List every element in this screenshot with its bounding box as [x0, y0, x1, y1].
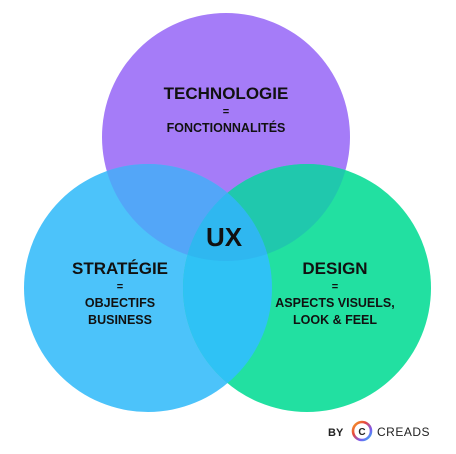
strategy-line-2: BUSINESS — [88, 313, 152, 327]
design-title: DESIGN — [302, 259, 367, 278]
center-overlap — [183, 164, 272, 261]
creads-logo: BY C CREADS — [328, 420, 430, 442]
footer-by-text: BY — [328, 427, 344, 439]
strategy-title: STRATÉGIE — [72, 259, 168, 278]
strategy-equals: = — [117, 281, 123, 293]
technology-title: TECHNOLOGIE — [164, 84, 289, 103]
design-line-1: ASPECTS VISUELS, — [275, 296, 394, 310]
footer-brand-text: CREADS — [377, 425, 430, 439]
creads-logo-ring-icon — [351, 420, 373, 442]
technology-line-1: FONCTIONNALITÉS — [167, 120, 286, 135]
design-equals: = — [332, 281, 338, 293]
technology-equals: = — [223, 106, 229, 118]
strategy-line-1: OBJECTIFS — [85, 296, 155, 310]
design-line-2: LOOK & FEEL — [293, 313, 377, 327]
ux-center-label: UX — [206, 222, 243, 252]
creads-logo-letter: C — [358, 427, 365, 438]
